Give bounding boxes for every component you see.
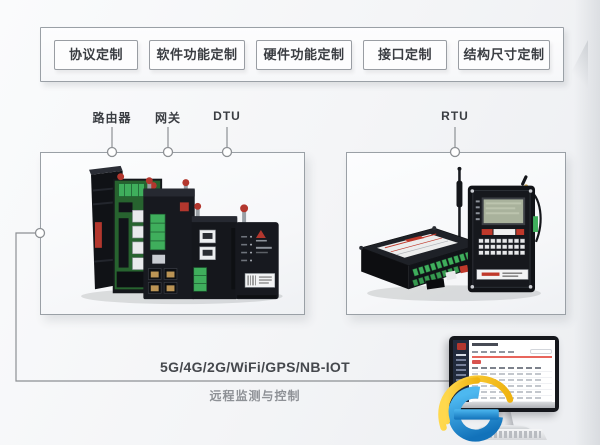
rtu-panel-icon: [467, 175, 542, 293]
dashboard-main: [469, 340, 555, 402]
right-edge-shading: [574, 0, 600, 445]
dashboard-action-button: [472, 360, 481, 364]
custom-item-interface: 接口定制: [363, 39, 447, 70]
custom-item-structure: 结构尺寸定制: [458, 39, 550, 70]
custom-item-protocol: 协议定制: [54, 39, 138, 70]
dashboard-logo: [456, 343, 466, 350]
label-gateway: 网关: [154, 111, 182, 125]
dashboard-title-bar: [472, 343, 498, 346]
technologies-text: 5G/4G/2G/WiFi/GPS/NB-IOT: [160, 359, 350, 375]
keyboard-icon: [473, 429, 547, 440]
dashboard-search-box: [530, 349, 552, 354]
compact-dtu-icon: [231, 204, 279, 300]
dashboard-accent-line: [472, 356, 552, 358]
label-router: 路由器: [92, 111, 132, 125]
dashboard-toolbar: [472, 348, 552, 355]
label-dtu: DTU: [213, 109, 241, 123]
custom-item-hardware: 硬件功能定制: [256, 39, 352, 70]
label-rtu: RTU: [441, 109, 469, 123]
device-box-left: [40, 152, 305, 315]
left-devices-illustration: [81, 165, 283, 305]
device-box-right: [346, 152, 566, 315]
remote-control-caption: 远程监测与控制: [209, 389, 301, 403]
right-devices-illustration: [359, 166, 542, 302]
edge-gateway-icon: [143, 177, 195, 300]
rtu-datalogger-icon: [359, 226, 484, 290]
monitor-chin: [453, 402, 555, 408]
dashboard-screen: [453, 340, 555, 402]
din-rail-dtu-icon: [191, 202, 238, 300]
internet-explorer-icon: [438, 375, 514, 442]
custom-item-software: 软件功能定制: [149, 39, 245, 70]
customization-panel: 协议定制 软件功能定制 硬件功能定制 接口定制 结构尺寸定制: [40, 27, 564, 82]
